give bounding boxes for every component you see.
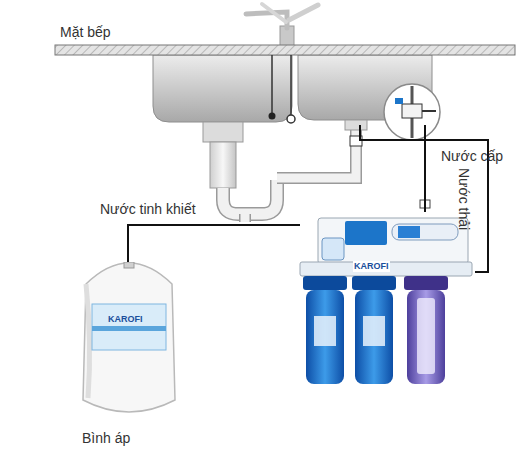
drain-strainer bbox=[345, 120, 367, 130]
hose-fitting bbox=[287, 115, 295, 123]
tank-valve bbox=[124, 262, 134, 268]
edge-label: Nước tinh khiết bbox=[100, 201, 196, 217]
ro-frame bbox=[318, 218, 468, 264]
detail-circle bbox=[384, 84, 440, 140]
brand-mark: KAROFI bbox=[353, 261, 390, 272]
edge-label: Nước thải bbox=[456, 168, 472, 230]
filter-cartridge bbox=[417, 298, 435, 374]
valve-body bbox=[402, 104, 422, 118]
water-line bbox=[128, 225, 300, 262]
line-fitting bbox=[420, 200, 430, 208]
drain-saddle bbox=[350, 136, 362, 146]
faucet-arm bbox=[262, 4, 286, 22]
drain-outlet bbox=[241, 214, 250, 222]
tank-outline bbox=[78, 262, 180, 415]
filter-cap bbox=[404, 276, 448, 290]
countertop-node: Mặt bếp bbox=[55, 45, 515, 125]
ro-bracket bbox=[300, 262, 472, 276]
membrane-label bbox=[398, 226, 420, 238]
hose-fitting bbox=[269, 113, 276, 120]
drain-pipe bbox=[277, 120, 356, 178]
ro-machine: KAROFI bbox=[300, 212, 475, 387]
valve-outlet bbox=[422, 110, 436, 112]
p-trap bbox=[223, 180, 277, 214]
counter-label: Mặt bếp bbox=[60, 24, 111, 40]
p-trap bbox=[223, 180, 277, 214]
filter-sticker bbox=[314, 316, 336, 346]
filter-cap bbox=[303, 276, 347, 290]
valve-handle bbox=[395, 98, 403, 104]
filter-sticker bbox=[363, 316, 385, 346]
tank-sticker bbox=[92, 304, 166, 350]
ro-pump bbox=[345, 221, 387, 245]
ro-adapter bbox=[322, 238, 344, 260]
pressure-tank: KAROFIBình áp bbox=[78, 262, 180, 415]
faucet-handle bbox=[289, 5, 318, 20]
tank-stripe bbox=[92, 326, 166, 331]
tank-body bbox=[83, 263, 175, 412]
water-line bbox=[360, 125, 488, 272]
drain-pipe bbox=[210, 142, 236, 188]
hose bbox=[290, 55, 292, 115]
hose bbox=[271, 55, 273, 114]
edge-label: Nước cấp bbox=[441, 148, 503, 164]
drain-outlet bbox=[239, 214, 251, 222]
filter-cap bbox=[352, 276, 396, 290]
filter-housing bbox=[355, 290, 393, 384]
brand-mark: KAROFI bbox=[108, 314, 143, 325]
filter-housing bbox=[306, 290, 344, 384]
filter-housing bbox=[407, 290, 445, 384]
water-line bbox=[424, 125, 426, 212]
drain-strainer bbox=[203, 122, 243, 142]
countertop bbox=[55, 45, 515, 55]
tank-shade bbox=[86, 284, 90, 398]
drain-pipe bbox=[277, 120, 356, 178]
ro-membrane bbox=[392, 224, 458, 240]
tank-label: Bình áp bbox=[82, 430, 130, 446]
sink-basin bbox=[153, 55, 292, 122]
